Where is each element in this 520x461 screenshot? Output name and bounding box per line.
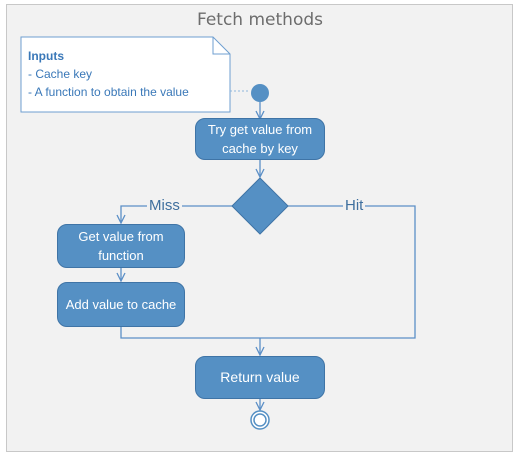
- node-get-value-from-function: Get value from function: [57, 224, 185, 268]
- note-fold: [212, 37, 230, 55]
- inputs-heading: Inputs: [28, 49, 64, 63]
- start-node: [251, 84, 269, 102]
- node-return-value-label: Return value: [220, 369, 300, 385]
- inputs-note: Inputs - Cache key - A function to obtai…: [28, 47, 189, 101]
- edge-miss: [121, 205, 232, 222]
- node-try-get-value-label: Try get value from cache by key: [207, 122, 313, 156]
- node-add-value-label: Add value to cache: [65, 297, 177, 312]
- node-add-value-to-cache: Add value to cache: [57, 282, 185, 327]
- input-value-function: - A function to obtain the value: [28, 85, 189, 99]
- edge-label-miss: Miss: [147, 197, 182, 214]
- edge-add-to-merge: [120, 327, 260, 339]
- edge-label-hit: Hit: [343, 197, 366, 214]
- decision-diamond: [231, 177, 289, 235]
- input-cache-key: - Cache key: [28, 67, 93, 81]
- end-node-inner: [253, 413, 267, 427]
- inputs-note-shape: [20, 36, 231, 113]
- node-get-value-label: Get value from function: [78, 229, 164, 263]
- node-try-get-value: Try get value from cache by key: [195, 118, 325, 160]
- node-return-value: Return value: [195, 356, 325, 399]
- diagram-title: Fetch methods: [196, 10, 323, 30]
- edge-hit: [260, 205, 416, 339]
